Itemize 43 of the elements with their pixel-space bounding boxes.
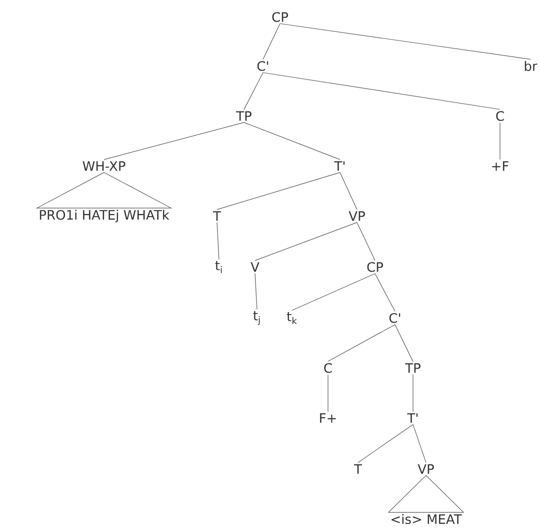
branch-line [358,424,414,463]
branch-line [412,374,414,412]
branch-line [292,273,376,311]
tree-label: T' [334,161,345,171]
tree-label: WH-XP [82,161,126,171]
branch-line [244,122,340,160]
branch-line [216,222,220,260]
tree-label: C [496,111,504,121]
branch-line [340,172,358,210]
branch-line [412,424,426,463]
tree-label: VP [418,464,434,474]
tree-label: PRO1i HATEj WHATk [40,210,170,222]
tree-label: t$_{j}$ [253,311,260,325]
tree-label: VP [348,211,365,221]
tree-label: T [354,464,362,474]
branch-line [254,222,358,261]
tree-label: CP [367,262,384,272]
tree-label: <is> MEAT [392,514,462,524]
branch-line [244,72,264,110]
tree-label: T [213,211,222,221]
branch-line [356,222,376,261]
tree-label: +F [492,161,508,171]
tree-label: C' [389,313,400,323]
branch-line [280,23,531,60]
branch-line [328,324,396,362]
tree-label: C' [257,61,268,71]
tree-label: TP [405,363,420,373]
tree-label: C [324,363,332,373]
branch-line [216,172,340,210]
branch-line [262,23,280,60]
branch-line [394,324,414,362]
tree-label: t$_{k}$ [286,312,297,324]
branch-line [254,273,258,310]
tree-label: TP [236,111,252,121]
branch-line [104,122,244,160]
tree-label: V [250,262,260,272]
tree-label: br [524,60,538,72]
branch-line [374,273,396,312]
branch-line [262,72,500,110]
tree-label: T' [407,413,418,423]
tree-label: t$_{i}$ [215,261,222,273]
tree-label: CP [272,12,288,22]
tree-label: F+ [320,413,336,423]
